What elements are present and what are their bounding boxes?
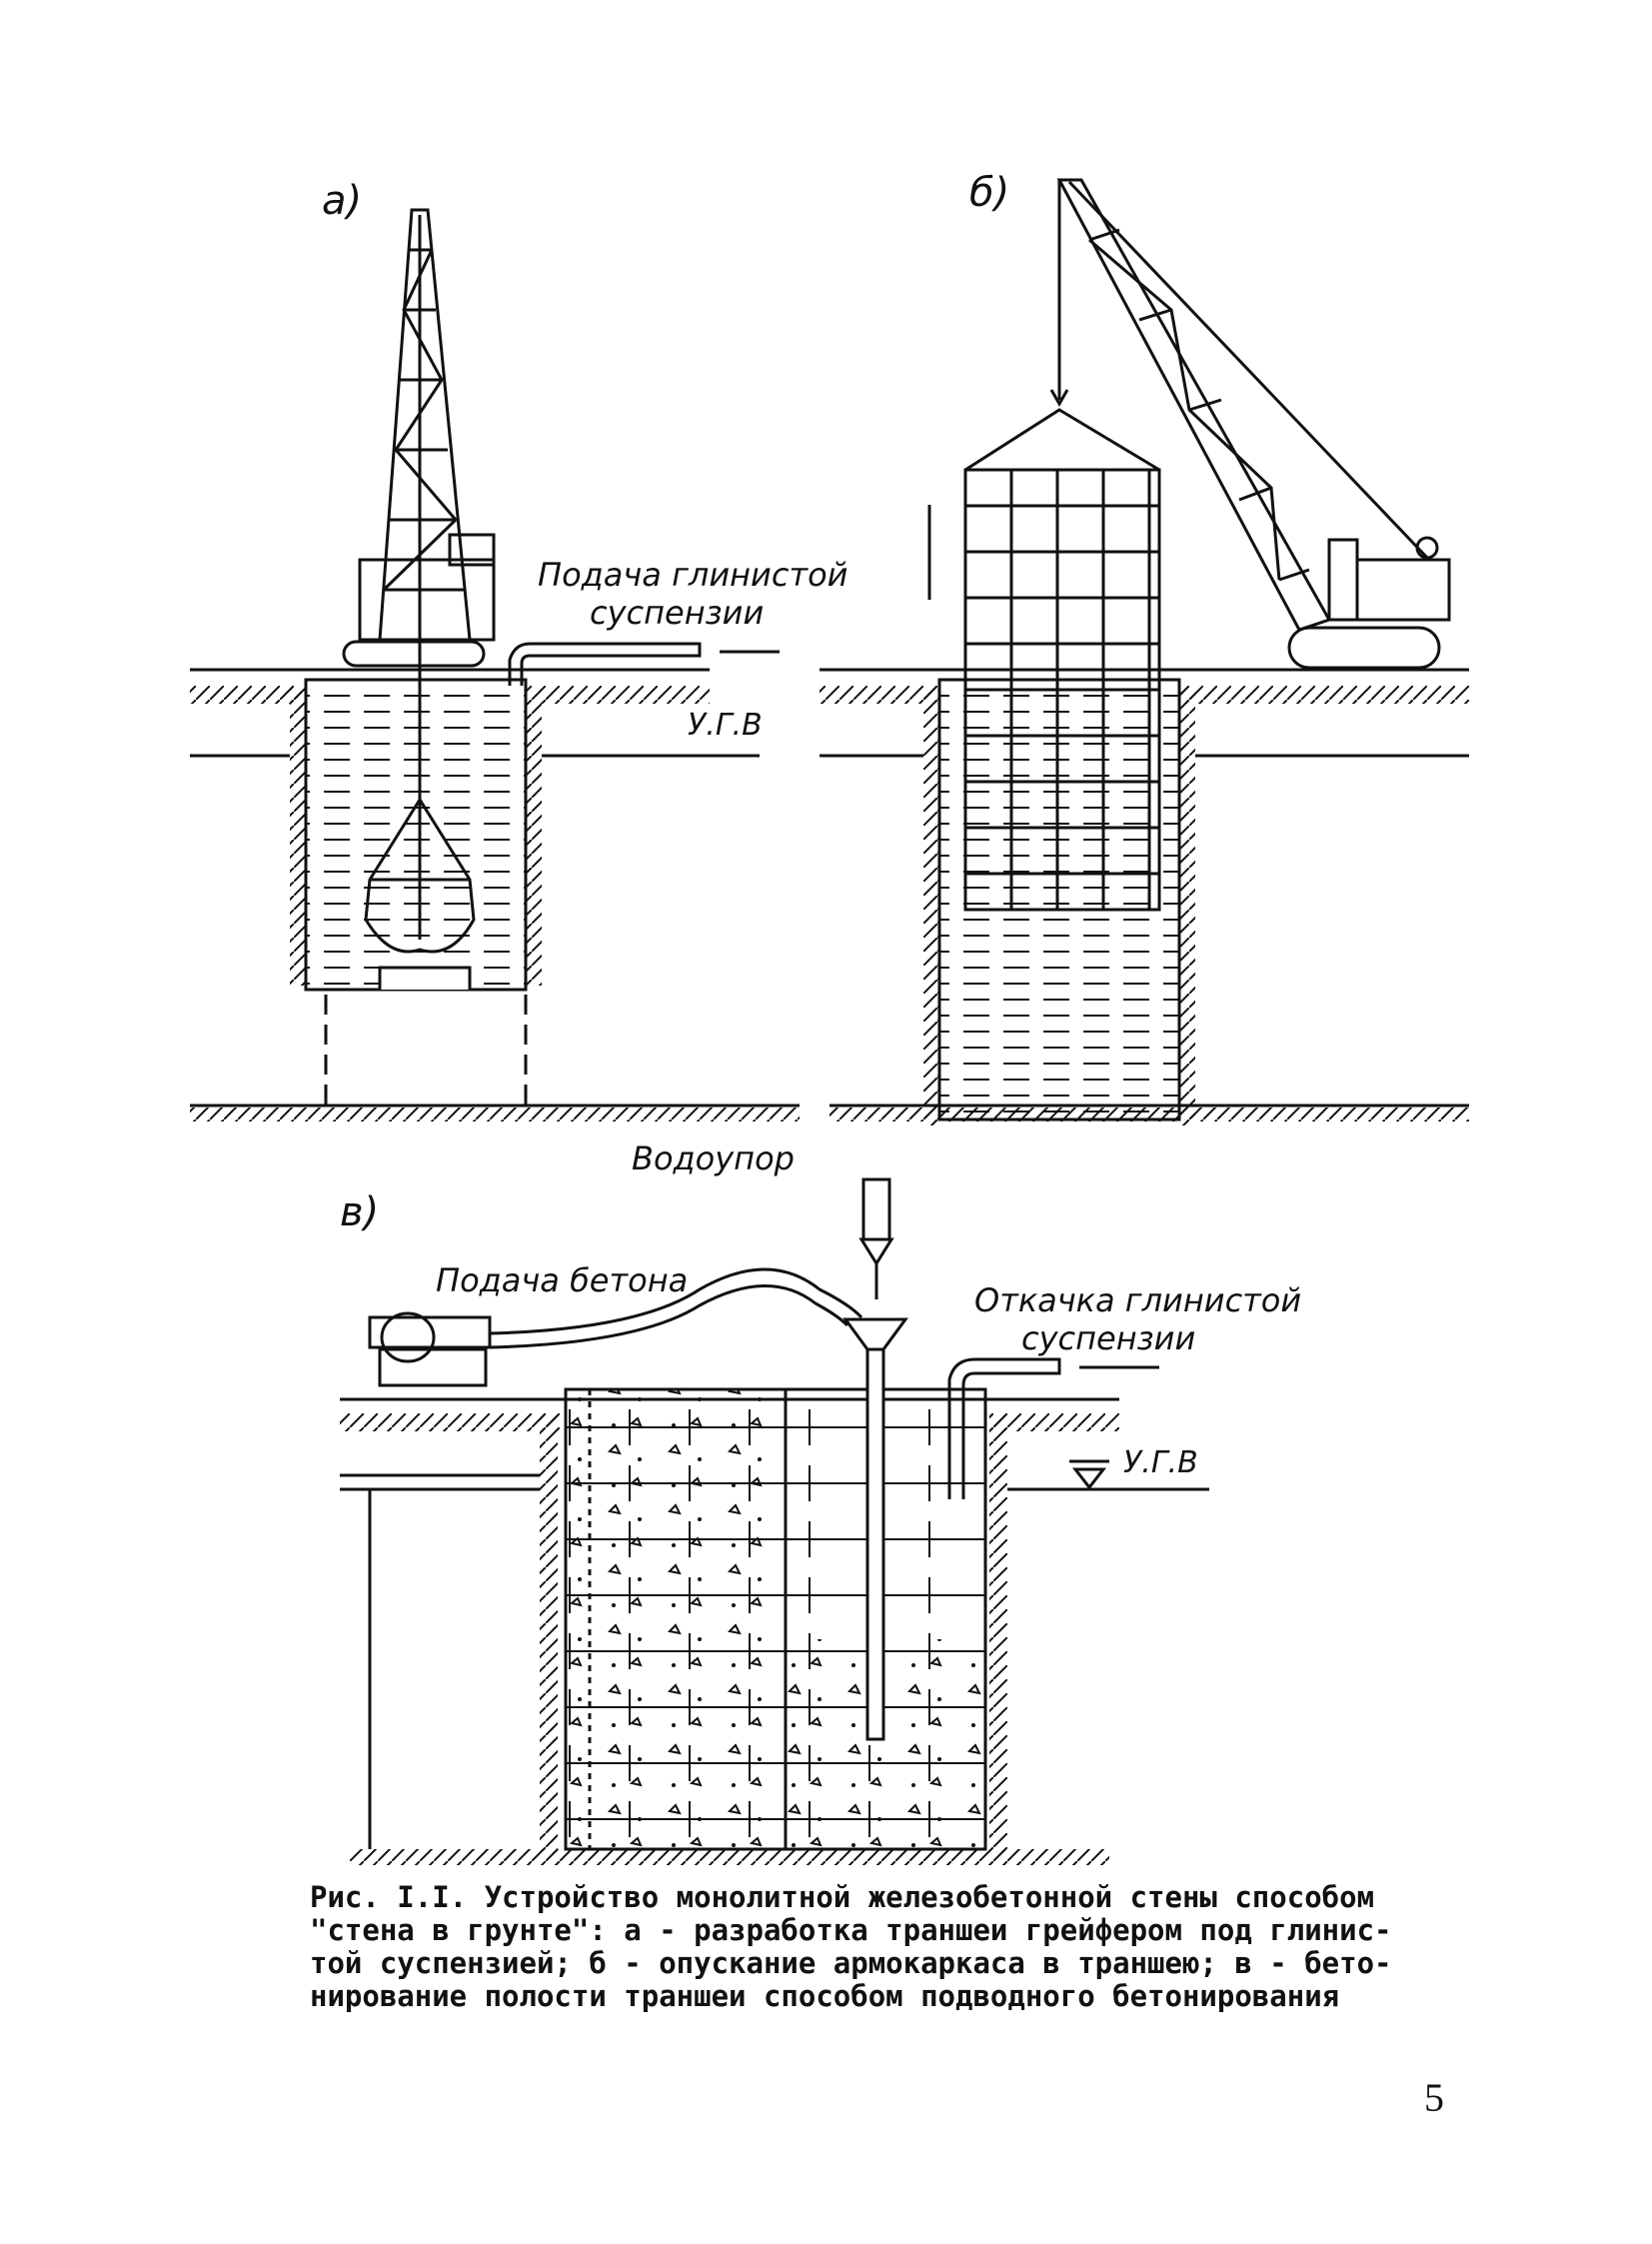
panel-c-letter: в) xyxy=(340,1189,380,1235)
slurry-pumpout-label-2: суспензии xyxy=(1021,1319,1196,1357)
caption-line: Рис. I.I. Устройство монолитной железобе… xyxy=(310,1880,1375,1914)
bottom-hatch xyxy=(350,1849,1109,1865)
water-level-label-c: У.Г.В xyxy=(1123,1445,1198,1480)
concrete-pump xyxy=(380,1311,436,1363)
panel-c-drawing xyxy=(340,1177,1209,1865)
slurry-supply-label-2: суспензии xyxy=(590,594,765,632)
tremie-pipe xyxy=(865,1317,885,1741)
slurry-supply-label: Подача глинистой xyxy=(538,556,848,594)
crane-cab xyxy=(358,558,496,642)
hopper xyxy=(842,1317,908,1351)
water-level-label: У.Г.В xyxy=(688,708,763,743)
panel-b-drawing xyxy=(820,178,1469,1125)
cage-sling xyxy=(964,408,1160,472)
slurry-pumpout-label: Откачка глинистой xyxy=(974,1281,1302,1319)
water-level-marker xyxy=(1071,1467,1107,1490)
crane-mast xyxy=(378,208,472,641)
hoist-rod xyxy=(861,1177,891,1241)
panel-a-letter: а) xyxy=(322,178,363,224)
grab-bucket xyxy=(364,797,476,954)
aquitard-label: Водоупор xyxy=(632,1139,795,1177)
caption-line: той суспензией; б - опускание армокаркас… xyxy=(310,1946,1392,1980)
concrete-supply-label: Подача бетона xyxy=(436,1261,689,1299)
soil-hatch xyxy=(340,1413,560,1431)
soil-hatch xyxy=(820,686,939,704)
trench-wall-hatch xyxy=(526,686,542,986)
pump-base xyxy=(378,1347,488,1387)
operator xyxy=(1415,536,1439,560)
soil-hatch xyxy=(190,686,302,704)
hoist-hook xyxy=(858,1237,894,1266)
trench-slurry xyxy=(304,678,528,992)
crane-cab xyxy=(1355,558,1451,622)
fresh-concrete xyxy=(786,1639,985,1849)
concrete-hose xyxy=(489,1267,863,1335)
aquitard-hatch xyxy=(190,1108,800,1122)
supply-pipe xyxy=(508,642,702,686)
trench-wall-hatch xyxy=(1179,686,1195,1125)
crawler-track xyxy=(1287,626,1441,670)
trench-wall-hatch xyxy=(923,686,939,1125)
trench-wall-hatch xyxy=(540,1413,558,1853)
boom-cable xyxy=(1067,180,1431,562)
panel-b-letter: б) xyxy=(969,170,1010,216)
soil-hatch xyxy=(989,1413,1119,1431)
caption-line: "стена в грунте": а - разработка траншеи… xyxy=(310,1913,1392,1947)
aquitard-hatch xyxy=(829,1108,1469,1122)
trench-wall-hatch xyxy=(290,686,306,986)
crane-counterweight xyxy=(1327,538,1359,622)
caption-line: нирование полости траншеи способом подво… xyxy=(310,1979,1340,2013)
crawler-track xyxy=(342,640,486,668)
panel-a-drawing xyxy=(190,208,800,1122)
pumpout-pipe xyxy=(947,1357,1061,1499)
figure-caption: Рис. I.I. Устройство монолитной железобе… xyxy=(310,1881,1469,2013)
rebar-cage xyxy=(963,468,1161,912)
page-number: 5 xyxy=(1424,2075,1444,2120)
soil-hatch xyxy=(1179,686,1469,704)
crane-engine xyxy=(448,533,496,567)
hook xyxy=(1049,389,1069,408)
soil-hatch xyxy=(540,686,710,704)
trench-wall-hatch xyxy=(989,1413,1007,1853)
